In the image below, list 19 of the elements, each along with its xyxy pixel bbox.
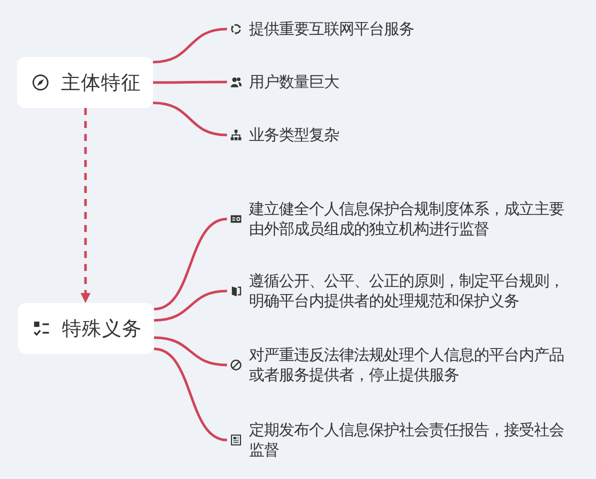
topic-text: 定期发布个人信息保护社会责任报告，接受社会监督 xyxy=(249,420,565,460)
topic-text: 用户数量巨大 xyxy=(249,72,339,92)
topic-title: 主体特征 xyxy=(61,70,141,94)
connector-line xyxy=(154,348,228,442)
connector-line xyxy=(154,336,228,366)
arrow xyxy=(80,108,90,303)
topic-text: 对严重违反法律法规处理个人信息的平台内产品或者服务提供者，停止提供服务 xyxy=(249,345,565,385)
topic-text: 建立健全个人信息保护合规制度体系，成立主要由外部成员组成的独立机构进行监督 xyxy=(249,199,565,239)
connector-line xyxy=(153,80,227,84)
topic-text: 遵循公开、公平、公正的原则，制定平台规则，明确平台内提供者的处理规范和保护义务 xyxy=(249,271,565,311)
connector-line xyxy=(152,28,228,64)
connector-line xyxy=(152,102,228,136)
topic-box xyxy=(17,57,153,108)
connector-line xyxy=(154,218,228,310)
topic-text: 业务类型复杂 xyxy=(249,125,339,145)
topic-text: 提供重要互联网平台服务 xyxy=(249,19,414,39)
topic-title: 特殊义务 xyxy=(62,316,142,340)
topic-box xyxy=(18,303,154,354)
connector-line xyxy=(154,290,228,322)
